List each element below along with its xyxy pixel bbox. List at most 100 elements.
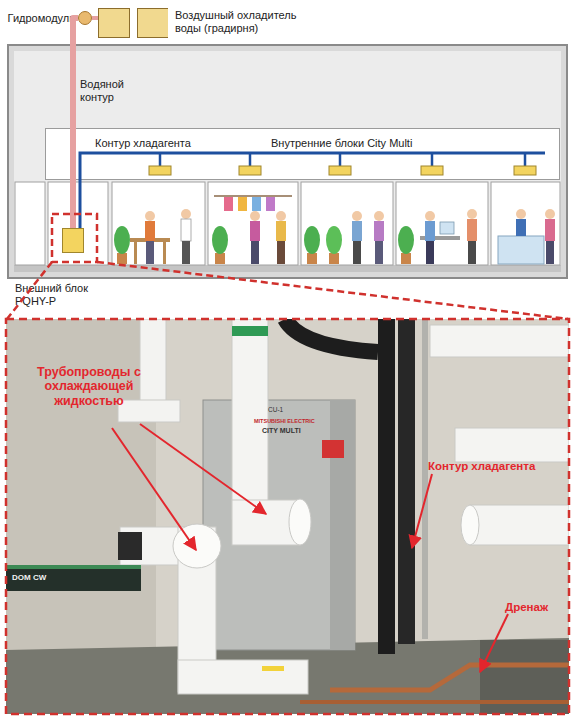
person-figure	[425, 211, 435, 264]
person-body	[276, 221, 286, 241]
equipment-photo	[6, 319, 569, 714]
product-logo: CITY MULTI	[262, 427, 301, 435]
indoor-unit	[239, 166, 261, 175]
water-pipe	[92, 16, 98, 20]
callout-label: Трубопроводы с охлаждающей жидкостью	[28, 365, 150, 408]
floor-grate	[480, 640, 569, 714]
plant	[304, 226, 320, 264]
coolant-pipe	[178, 660, 308, 694]
person-figure	[516, 209, 526, 236]
plant-pot	[401, 253, 411, 264]
cooling-tower: Воздушный охладитель воды (градирня)	[98, 8, 168, 38]
desk	[420, 236, 460, 240]
plant-leaves	[326, 226, 342, 254]
callout-arrow	[480, 614, 508, 672]
person-legs	[182, 241, 190, 264]
cooler-box	[138, 9, 169, 38]
table-leg	[134, 242, 137, 264]
callout-arrow	[412, 474, 432, 548]
connector-label: Контур хладагента	[95, 137, 191, 150]
connector-label: Водяной контур	[80, 78, 132, 103]
plant-pot	[215, 253, 225, 264]
person-legs	[468, 241, 476, 264]
white-pipe	[118, 400, 180, 422]
white-pipe	[470, 505, 569, 545]
person-head	[374, 211, 384, 221]
rooms	[15, 182, 560, 265]
monitor	[440, 222, 454, 234]
person-legs	[546, 241, 554, 264]
person-body	[181, 219, 191, 241]
refrigerant-pipe	[285, 319, 378, 352]
plant-leaves	[114, 226, 130, 254]
indoor-unit	[329, 166, 351, 175]
room	[301, 182, 393, 265]
person-body	[425, 221, 435, 241]
node-label: Воздушный охладитель воды (градирня)	[175, 9, 307, 34]
water-pipe	[73, 18, 78, 228]
person-head	[545, 209, 555, 219]
person-body	[374, 221, 384, 241]
clothes-rail	[214, 195, 292, 197]
person-legs	[426, 241, 434, 264]
pipe-marking: DOM CW	[12, 573, 46, 582]
cooler-outline	[98, 8, 168, 38]
indoor-unit	[421, 166, 443, 175]
plant	[114, 226, 130, 264]
zoom-line	[97, 262, 568, 319]
plant-leaves	[212, 226, 228, 254]
pipe-tag	[262, 666, 284, 671]
person-body	[545, 219, 555, 241]
person-figure	[145, 211, 155, 264]
plant-leaves	[304, 226, 320, 254]
refrigerant-drops	[160, 153, 525, 166]
coolant-pipe	[232, 500, 300, 545]
zoom-frame	[52, 214, 97, 262]
person-figure	[250, 211, 260, 264]
refrigerant-drop	[431, 153, 434, 166]
hanging-shirt	[266, 197, 275, 211]
white-pipe	[140, 319, 166, 409]
person-legs	[146, 241, 154, 264]
room	[396, 182, 488, 265]
person-figure	[276, 211, 286, 264]
callout-label: Дренаж	[505, 601, 548, 614]
person-legs	[277, 241, 285, 264]
hanging-shirt	[224, 197, 233, 211]
refrigerant-line	[80, 153, 545, 180]
person-body	[516, 219, 526, 236]
coolant-pipe	[178, 527, 216, 692]
indoor-units	[149, 166, 536, 175]
node-label: Внутренние блоки City Multi	[271, 137, 412, 150]
unit-tag: CU-1	[268, 406, 283, 413]
plant	[398, 226, 414, 264]
plant	[326, 226, 342, 264]
floor-slab	[14, 265, 561, 272]
person-head	[467, 209, 477, 219]
plant-pot	[117, 253, 127, 264]
pipe-stripe	[6, 565, 141, 569]
person-figure	[467, 209, 477, 264]
plant	[212, 226, 228, 264]
plant-pot	[329, 253, 339, 264]
hanging-shirt	[238, 197, 247, 211]
pipe-elbow	[173, 524, 221, 568]
room	[48, 182, 108, 265]
person-head	[352, 211, 362, 221]
drain-pipe	[330, 665, 569, 690]
brand-logo: MITSUBISHI ELECTRIC	[254, 418, 315, 424]
refrigerant-drop	[524, 153, 527, 166]
person-legs	[375, 241, 383, 264]
domestic-water-pipe	[6, 565, 141, 591]
plant-leaves	[398, 226, 414, 254]
person-head	[181, 209, 191, 219]
person-head	[425, 211, 435, 221]
building-outline	[8, 45, 567, 278]
person-head	[276, 211, 286, 221]
coolant-pipe	[120, 527, 215, 565]
unit-casing	[203, 400, 355, 650]
node-label: Внешний блок PQHY-P	[15, 282, 107, 307]
